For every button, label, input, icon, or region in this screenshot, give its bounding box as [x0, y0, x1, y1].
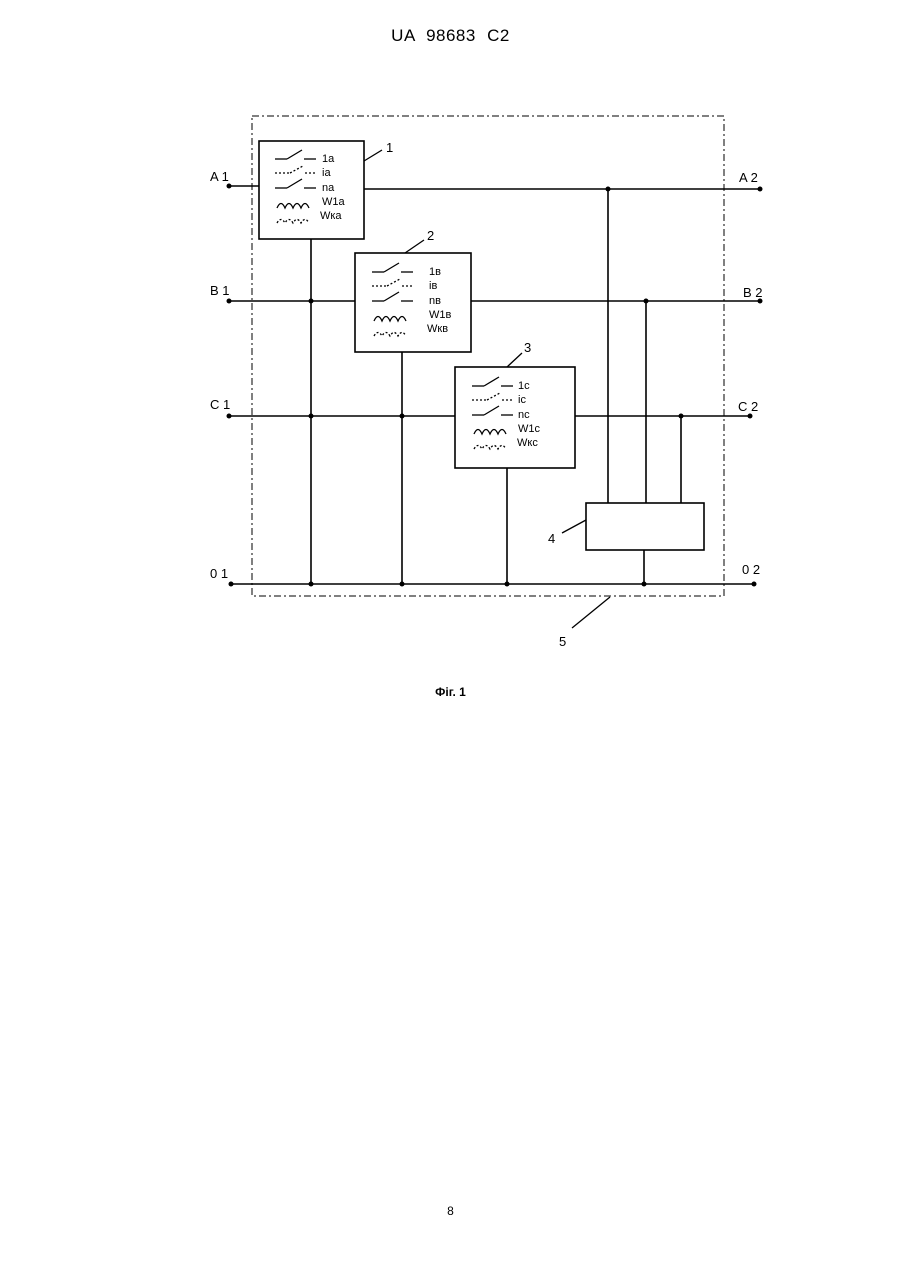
block3-item-2: ic — [518, 394, 526, 406]
terminal-b1-label: B 1 — [210, 283, 230, 298]
circuit-diagram: 1a ia na W1a Wка 1в iв nв W1в Wкв — [0, 0, 901, 720]
callout-5-label: 5 — [559, 634, 566, 649]
callout-2-leader — [405, 240, 424, 253]
terminal-c2-node — [748, 414, 753, 419]
block1-item-4: W1a — [322, 196, 346, 208]
terminal-a1-label: A 1 — [210, 169, 229, 184]
terminal-a2-node — [758, 187, 763, 192]
block2-item-3: nв — [429, 295, 441, 307]
callout-3-label: 3 — [524, 340, 531, 355]
terminal-a1-node — [227, 184, 232, 189]
block-2 — [355, 253, 471, 352]
terminal-c2-label: C 2 — [738, 399, 758, 414]
terminal-a2-label: A 2 — [739, 170, 758, 185]
terminal-01-node — [229, 582, 234, 587]
terminal-02-node — [752, 582, 757, 587]
callout-1-leader — [364, 150, 382, 161]
block-1 — [259, 141, 364, 239]
terminal-02-label: 0 2 — [742, 562, 760, 577]
block1-item-1: 1a — [322, 153, 335, 165]
terminal-c1-label: C 1 — [210, 397, 230, 412]
block1-item-2: ia — [322, 167, 331, 179]
figure-caption: Фіг. 1 — [0, 685, 901, 699]
block-3 — [455, 367, 575, 468]
block2-item-5: Wкв — [427, 323, 448, 335]
block2-item-4: W1в — [429, 309, 452, 321]
callout-4-label: 4 — [548, 531, 555, 546]
terminal-c1-node — [227, 414, 232, 419]
block-4 — [586, 503, 704, 550]
block2-item-2: iв — [429, 280, 437, 292]
terminal-b1-node — [227, 299, 232, 304]
callout-1-label: 1 — [386, 140, 393, 155]
page-number: 8 — [0, 1204, 901, 1218]
terminal-01-label: 0 1 — [210, 566, 228, 581]
block1-item-5: Wка — [320, 210, 342, 222]
block3-item-4: W1c — [518, 423, 541, 435]
callout-3-leader — [507, 353, 522, 367]
block1-item-3: na — [322, 182, 335, 194]
terminal-b2-label: B 2 — [743, 285, 763, 300]
callout-5-leader — [572, 597, 610, 628]
block2-item-1: 1в — [429, 266, 441, 278]
block3-item-5: Wкс — [517, 437, 538, 449]
callout-4-leader — [562, 520, 586, 533]
block3-item-3: nc — [518, 409, 530, 421]
block3-item-1: 1c — [518, 380, 530, 392]
callout-2-label: 2 — [427, 228, 434, 243]
